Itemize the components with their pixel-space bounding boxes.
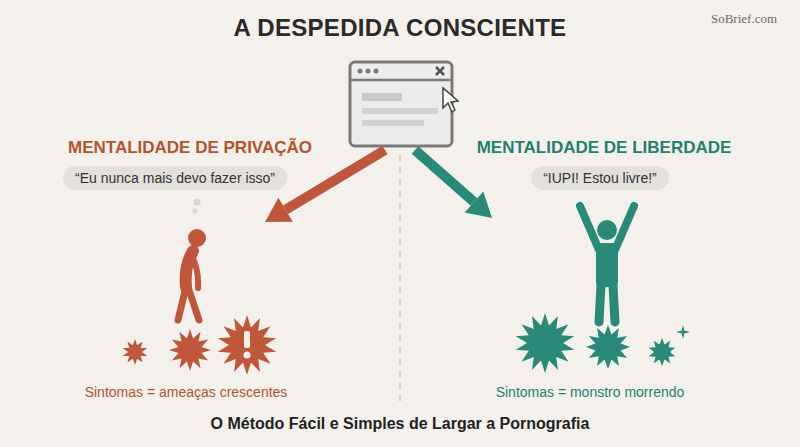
symptom-burst	[516, 313, 574, 373]
thought-dots	[193, 199, 201, 214]
symptom-burst	[586, 325, 630, 369]
warning-mark	[244, 331, 251, 359]
speech-bubble: “IUPI! Estou livre!”	[531, 166, 669, 190]
symptom-burst	[218, 315, 276, 375]
symptom-note: Sintomas = ameaças crescentes	[85, 384, 288, 401]
sad-figure	[178, 229, 206, 320]
happy-figure	[580, 206, 634, 322]
browser-window	[350, 62, 458, 146]
mindset-heading: MENTALIDADE DE PRIVAÇÃO	[68, 138, 312, 158]
symptom-burst	[123, 339, 148, 365]
sparkle	[676, 325, 690, 339]
diagram-title: A DESPEDIDA CONSCIENTE	[234, 14, 567, 43]
bubble-text: “Eu nunca mais devo fazer isso”	[75, 170, 275, 186]
caption: O Método Fácil e Simples de Largar a Por…	[211, 414, 590, 433]
arrow-freedom	[415, 150, 492, 218]
symptom-burst	[169, 329, 211, 371]
divider-line	[399, 155, 401, 405]
cursor	[443, 88, 458, 112]
bubble-text: “IUPI! Estou livre!”	[543, 170, 657, 186]
symptom-burst	[649, 338, 676, 366]
mindset-heading: MENTALIDADE DE LIBERDADE	[477, 138, 732, 158]
speech-bubble: “Eu nunca mais devo fazer isso”	[63, 166, 287, 190]
symptom-note: Sintomas = monstro morrendo	[496, 384, 685, 401]
watermark: SoBrief.com	[711, 11, 777, 27]
